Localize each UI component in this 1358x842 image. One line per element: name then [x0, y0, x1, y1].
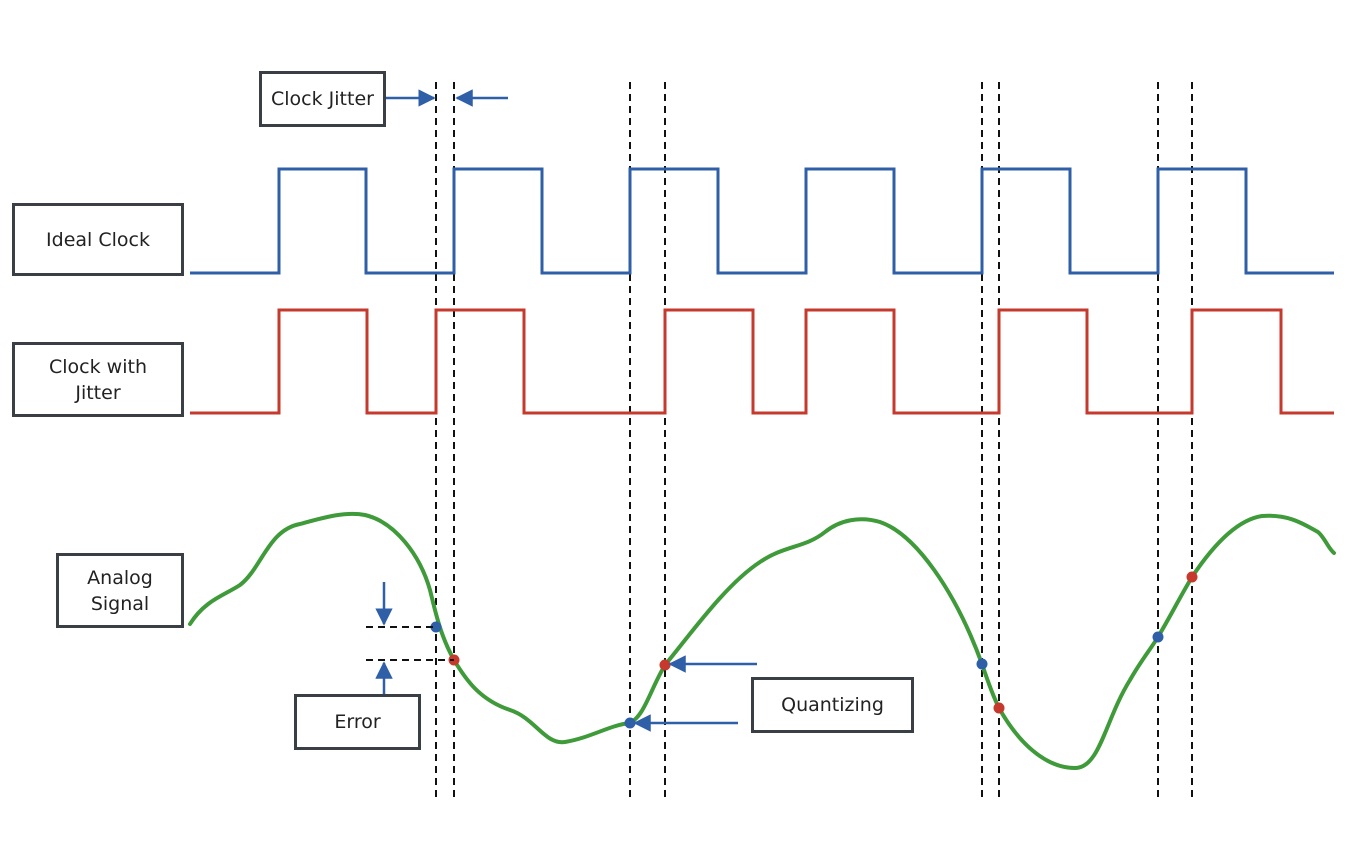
- jitter-sample-point-2: [659, 659, 671, 671]
- jitter-sample-point-4: [1186, 571, 1198, 583]
- clock-with-jitter-label: Clock with Jitter: [12, 342, 184, 417]
- ideal-sample-point-3: [976, 658, 988, 670]
- jitter-clock-waveform: [190, 308, 1334, 415]
- jitter-sample-point-3: [993, 702, 1005, 714]
- error-level-lines: [366, 626, 454, 661]
- ideal-clock-label: Ideal Clock: [12, 203, 184, 276]
- ideal-sample-point-4: [1152, 631, 1164, 643]
- quantizing-label: Quantizing: [751, 677, 914, 733]
- analog-signal-curve: [188, 511, 1336, 771]
- ideal-sample-point-1: [430, 621, 442, 633]
- sample-points: [430, 571, 1198, 729]
- ideal-clock-waveform: [190, 167, 1334, 275]
- error-label: Error: [294, 694, 421, 750]
- ideal-sample-point-2: [624, 717, 636, 729]
- annotation-arrows: [375, 89, 757, 732]
- clock-jitter-label: Clock Jitter: [259, 71, 386, 127]
- analog-signal-label: Analog Signal: [56, 553, 184, 628]
